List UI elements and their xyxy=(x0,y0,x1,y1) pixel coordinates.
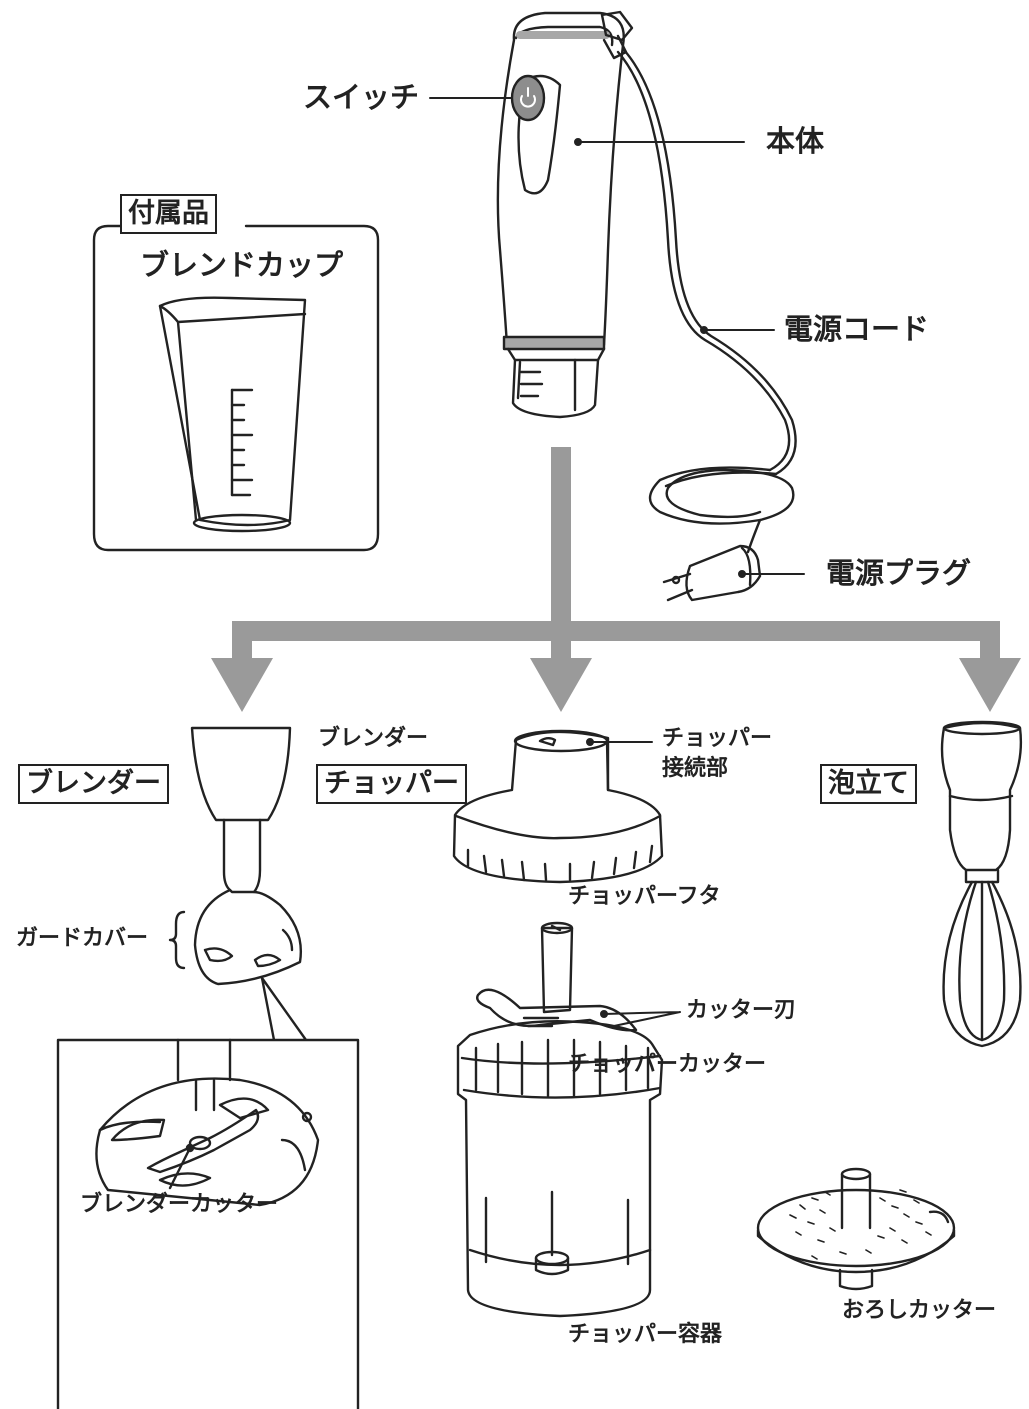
accessory-box-illustration xyxy=(92,224,380,552)
chopper-section-title: チョッパー xyxy=(316,764,467,805)
chopper-lid-label: チョッパーフタ xyxy=(568,884,721,909)
chopper-connection-label-1: チョッパー xyxy=(662,726,773,751)
accessories-title: 付属品 xyxy=(120,194,217,235)
whisk-section-title: 泡立て xyxy=(820,764,917,805)
chopper-container-label: チョッパー容器 xyxy=(568,1322,723,1347)
blender-part-label: ブレンダー xyxy=(318,726,429,751)
blend-cup-label: ブレンドカップ xyxy=(140,248,344,282)
blender-attachment-illustration xyxy=(56,726,360,1409)
chopper-cutter-illustration xyxy=(476,921,638,1032)
main-body-illustration xyxy=(496,10,634,419)
power-plug-label: 電源プラグ xyxy=(826,556,972,590)
power-cord-label: 電源コード xyxy=(784,312,930,346)
blender-section-title: ブレンダー xyxy=(18,764,169,805)
chopper-container-illustration xyxy=(456,1020,664,1318)
grater-cutter-label: おろしカッター xyxy=(842,1298,997,1323)
whisk-illustration xyxy=(940,720,1023,1048)
chopper-connection-label-2: 接続部 xyxy=(662,756,729,781)
cutter-blade-label: カッター刃 xyxy=(686,998,797,1023)
grater-cutter-illustration xyxy=(756,1167,956,1291)
guard-cover-label: ガードカバー xyxy=(16,926,149,951)
blender-cutter-label: ブレンダーカッター xyxy=(80,1192,279,1217)
chopper-cutter-label: チョッパーカッター xyxy=(568,1052,767,1077)
switch-label: スイッチ xyxy=(303,80,420,114)
leader-lines xyxy=(429,97,805,1027)
arrow-tree xyxy=(211,447,1021,712)
body-label: 本体 xyxy=(766,124,825,158)
chopper-lid-illustration xyxy=(452,729,664,884)
power-cord-illustration xyxy=(616,48,797,602)
